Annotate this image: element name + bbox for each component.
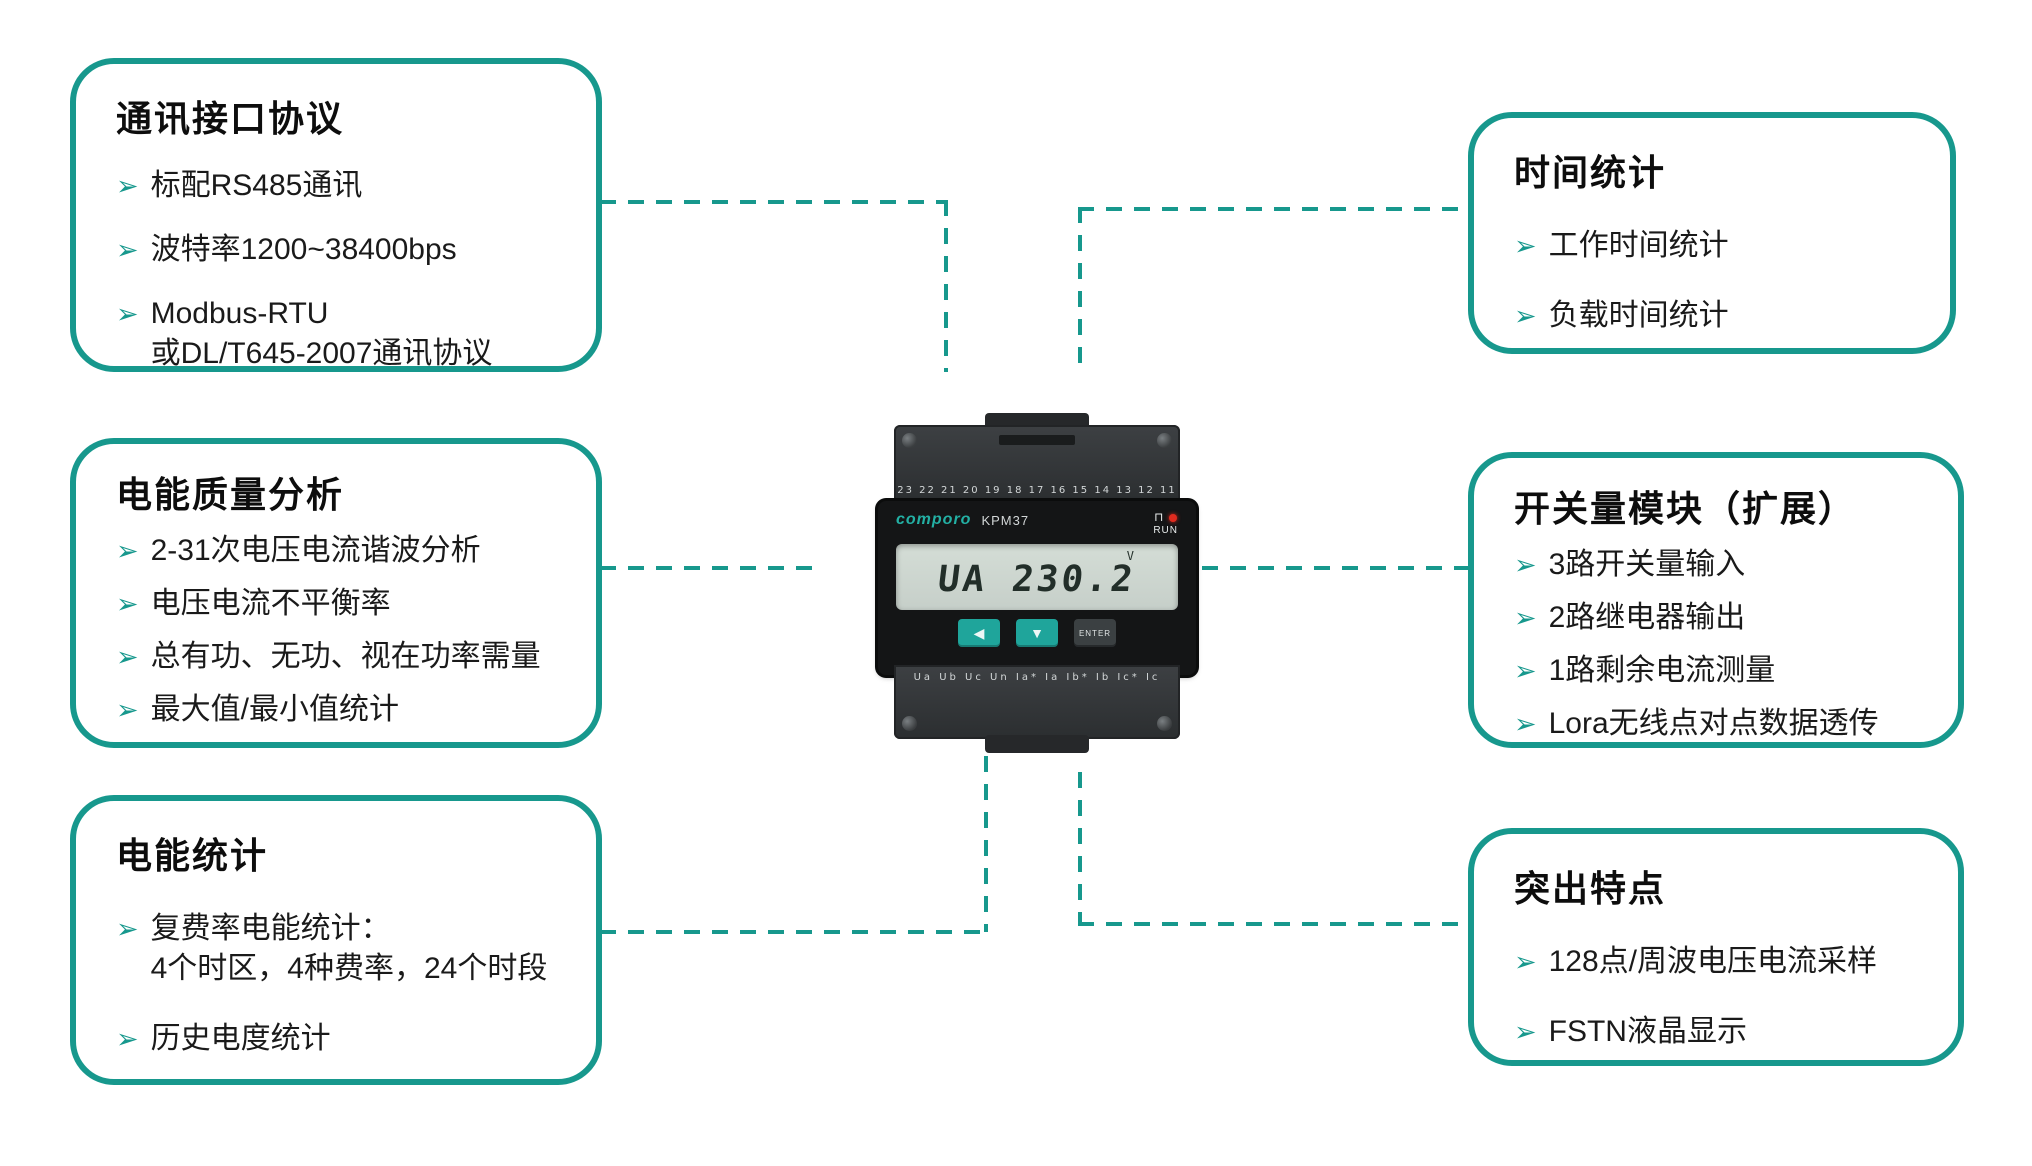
run-indicator: ⊓ RUN	[1153, 510, 1178, 537]
button-row: ◀ ▼ ENTER	[896, 619, 1178, 648]
arrow-bullet-icon: ➢	[1514, 947, 1537, 977]
left-arrow-button: ◀	[958, 619, 1000, 648]
list-item-text: 历史电度统计	[150, 1022, 331, 1055]
list-item-text: 波特率1200~38400bps	[150, 233, 457, 266]
enter-button: ENTER	[1074, 619, 1116, 648]
list-item-text: 1路剩余电流测量	[1548, 654, 1776, 687]
arrow-bullet-icon: ➢	[116, 536, 139, 566]
feature-box-time-statistics: 时间统计 ➢ 工作时间统计 ➢ 负载时间统计	[1468, 112, 1956, 354]
connector-comm-horizontal	[600, 200, 948, 204]
screw-icon	[902, 716, 917, 731]
arrow-bullet-icon: ➢	[116, 914, 139, 944]
list-item: ➢ Lora无线点对点数据透传	[1514, 704, 1930, 744]
down-arrow-button: ▼	[1016, 619, 1058, 648]
arrow-bullet-icon: ➢	[116, 695, 139, 725]
arrow-bullet-icon: ➢	[116, 299, 139, 329]
connector-energy-horizontal	[600, 930, 988, 934]
run-led	[1169, 513, 1178, 522]
list-item: ➢ 波特率1200~38400bps	[116, 230, 568, 270]
list-item: ➢ 工作时间统计	[1514, 226, 1922, 266]
meter-header: comporo KPM37 ⊓ RUN	[896, 510, 1178, 537]
list-item: ➢ 2-31次电压电流谐波分析	[116, 531, 568, 571]
lcd-unit-label: V	[1126, 549, 1134, 564]
arrow-bullet-icon: ➢	[1514, 603, 1537, 633]
feature-box-highlights: 突出特点 ➢ 128点/周波电压电流采样 ➢ FSTN液晶显示	[1468, 828, 1964, 1066]
box-title-time-statistics: 时间统计	[1514, 152, 1667, 193]
connector-feature-vertical	[1078, 772, 1082, 924]
box-title-power-quality: 电能质量分析	[116, 474, 345, 515]
top-terminal-block: 23 22 21 20 19 18 17 16 15 14 13 12 11	[894, 425, 1180, 503]
bottom-terminal-labels: Ua Ub Uc Un Ia* Ia Ib* Ib Ic* Ic	[913, 672, 1161, 683]
arrow-bullet-icon: ➢	[1514, 231, 1537, 261]
model-label: KPM37	[981, 513, 1030, 528]
list-item-text: Lora无线点对点数据透传	[1548, 707, 1879, 740]
screw-icon	[902, 433, 917, 448]
feature-box-energy-statistics: 电能统计 ➢ 复费率电能统计： 4个时区，4种费率，24个时段 ➢ 历史电度统计	[70, 795, 602, 1085]
box-title-communication: 通讯接口协议	[116, 98, 345, 139]
box-title-highlights: 突出特点	[1514, 868, 1667, 909]
list-item: ➢ 复费率电能统计： 4个时区，4种费率，24个时段	[116, 909, 568, 989]
list-item: ➢ 负载时间统计	[1514, 296, 1922, 336]
list-item-text: 标配RS485通讯	[150, 169, 363, 202]
list-item: ➢ 标配RS485通讯	[116, 166, 568, 206]
screw-icon	[1157, 716, 1172, 731]
list-item: ➢ 电压电流不平衡率	[116, 584, 568, 624]
list-item: ➢ 总有功、无功、视在功率需量	[116, 637, 568, 677]
arrow-bullet-icon: ➢	[1514, 656, 1537, 686]
list-item-text: 128点/周波电压电流采样	[1548, 945, 1878, 978]
list-item-text: 电压电流不平衡率	[150, 587, 391, 620]
arrow-bullet-icon: ➢	[1514, 301, 1537, 331]
feature-box-switch-module: 开关量模块（扩展） ➢ 3路开关量输入 ➢ 2路继电器输出 ➢ 1路剩余电流测量…	[1468, 452, 1964, 748]
bottom-terminal-block: Ua Ub Uc Un Ia* Ia Ib* Ib Ic* Ic	[894, 665, 1180, 739]
connector-time-horizontal	[1078, 207, 1470, 211]
arrow-bullet-icon: ➢	[116, 235, 139, 265]
list-item: ➢ 最大值/最小值统计	[116, 690, 568, 730]
din-clip-bottom	[985, 735, 1089, 753]
list-item: ➢ 3路开关量输入	[1514, 545, 1930, 585]
list-item-text: Modbus-RTU 或DL/T645-2007通讯协议	[150, 297, 493, 370]
terminal-slot	[999, 435, 1075, 445]
meter-body: comporo KPM37 ⊓ RUN V UA 230.2 ◀ ▼ ENTER	[878, 501, 1196, 675]
list-item-text: 3路开关量输入	[1548, 548, 1746, 581]
feature-box-communication: 通讯接口协议 ➢ 标配RS485通讯 ➢ 波特率1200~38400bps ➢ …	[70, 58, 602, 372]
list-item-text: 2路继电器输出	[1548, 601, 1746, 634]
list-item-text: 最大值/最小值统计	[150, 693, 399, 726]
run-label: RUN	[1153, 525, 1178, 537]
feature-box-power-quality: 电能质量分析 ➢ 2-31次电压电流谐波分析 ➢ 电压电流不平衡率 ➢ 总有功、…	[70, 438, 602, 748]
list-item: ➢ 历史电度统计	[116, 1019, 568, 1059]
connector-comm-vertical	[944, 200, 948, 372]
connector-quality-horizontal	[600, 566, 818, 570]
arrow-bullet-icon: ➢	[1514, 550, 1537, 580]
pulse-icon: ⊓	[1153, 510, 1164, 524]
connector-feature-horizontal	[1078, 922, 1470, 926]
list-item-text: 工作时间统计	[1548, 229, 1729, 262]
connector-time-vertical	[1078, 207, 1082, 372]
list-item: ➢ FSTN液晶显示	[1514, 1012, 1930, 1052]
list-item-text: FSTN液晶显示	[1548, 1015, 1747, 1048]
box-title-switch-module: 开关量模块（扩展）	[1514, 488, 1857, 529]
screw-icon	[1157, 433, 1172, 448]
arrow-bullet-icon: ➢	[116, 1024, 139, 1054]
list-item: ➢ 2路继电器输出	[1514, 598, 1930, 638]
list-item-text: 2-31次电压电流谐波分析	[150, 534, 481, 567]
arrow-bullet-icon: ➢	[116, 171, 139, 201]
connector-energy-vertical	[984, 756, 988, 932]
arrow-bullet-icon: ➢	[116, 642, 139, 672]
list-item-text: 负载时间统计	[1548, 299, 1729, 332]
brand-logo: comporo	[896, 511, 972, 528]
arrow-bullet-icon: ➢	[1514, 1017, 1537, 1047]
list-item-text: 复费率电能统计： 4个时区，4种费率，24个时段	[150, 912, 548, 985]
lcd-reading: UA 230.2	[935, 558, 1139, 600]
lcd-display: V UA 230.2	[896, 544, 1178, 611]
box-title-energy-statistics: 电能统计	[116, 835, 269, 876]
list-item-text: 总有功、无功、视在功率需量	[150, 640, 541, 673]
arrow-bullet-icon: ➢	[1514, 709, 1537, 739]
arrow-bullet-icon: ➢	[116, 589, 139, 619]
list-item: ➢ Modbus-RTU 或DL/T645-2007通讯协议	[116, 294, 568, 374]
terminal-numbers: 23 22 21 20 19 18 17 16 15 14 13 12 11	[897, 485, 1177, 496]
list-item: ➢ 1路剩余电流测量	[1514, 651, 1930, 691]
connector-switch-horizontal	[1202, 566, 1470, 570]
power-meter-device: 23 22 21 20 19 18 17 16 15 14 13 12 11 c…	[878, 413, 1196, 753]
list-item: ➢ 128点/周波电压电流采样	[1514, 942, 1930, 982]
